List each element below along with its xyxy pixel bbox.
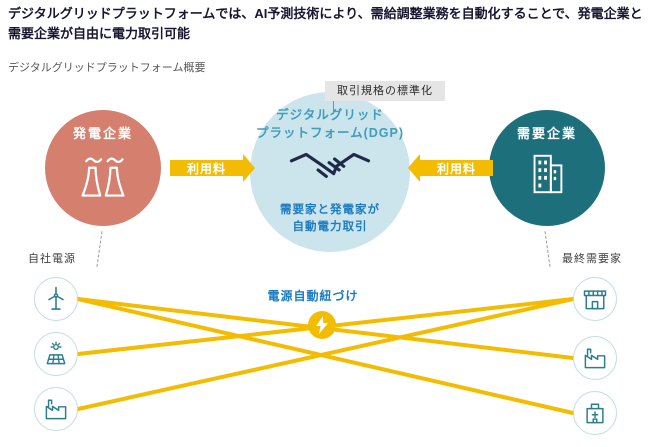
fee-arrow-right: 利用料 <box>408 154 493 182</box>
consumer-circle: 需要企業 <box>489 110 605 226</box>
consumer-icon-store <box>573 277 617 321</box>
solar-panel-icon <box>46 341 66 365</box>
platform-subtitle: 需要家と発電家が 自動電力取引 <box>280 204 380 233</box>
auto-matching-label: 電源自動紐づけ <box>267 289 359 303</box>
lightning-icon <box>308 311 336 339</box>
handshake-icon <box>286 147 374 198</box>
page-title: デジタルグリッドプラットフォームでは、AI予測技術により、需給調整業務を自動化す… <box>8 6 643 41</box>
platform-circle: デジタルグリッド プラットフォーム(DGP) 需要家と発電家が 自動電力取引 <box>250 92 410 252</box>
consumer-icon-hospital <box>573 391 617 435</box>
end-consumer-label: 最終需要家 <box>562 253 622 265</box>
office-building-icon <box>524 151 570 202</box>
platform-title: デジタルグリッド プラットフォーム(DGP) <box>255 108 405 140</box>
standardization-label-box: 取引規格の標準化 <box>325 81 445 101</box>
standardization-connector <box>333 101 334 114</box>
source-icon-factory <box>34 387 78 431</box>
generator-label: 発電企業 <box>72 126 133 141</box>
own-power-label: 自社電源 <box>28 253 76 265</box>
generator-dashed-connector <box>96 231 103 267</box>
source-icon-solar-panel <box>34 332 78 376</box>
fee-arrow-left: 利用料 <box>170 154 255 182</box>
wind-turbine-icon <box>48 286 64 310</box>
consumer-dashed-connector <box>544 231 551 267</box>
hospital-building-icon <box>586 403 604 424</box>
power-plant-icon <box>73 151 133 208</box>
generator-circle: 発電企業 <box>45 110 161 226</box>
consumer-icon-factory <box>573 336 617 380</box>
section-label: デジタルグリッドプラットフォーム概要 <box>8 62 206 74</box>
factory-building-icon <box>584 348 606 369</box>
store-building-icon <box>583 290 607 310</box>
consumer-label: 需要企業 <box>516 126 577 141</box>
factory-icon <box>45 399 67 420</box>
source-icon-wind-turbine <box>34 277 78 321</box>
